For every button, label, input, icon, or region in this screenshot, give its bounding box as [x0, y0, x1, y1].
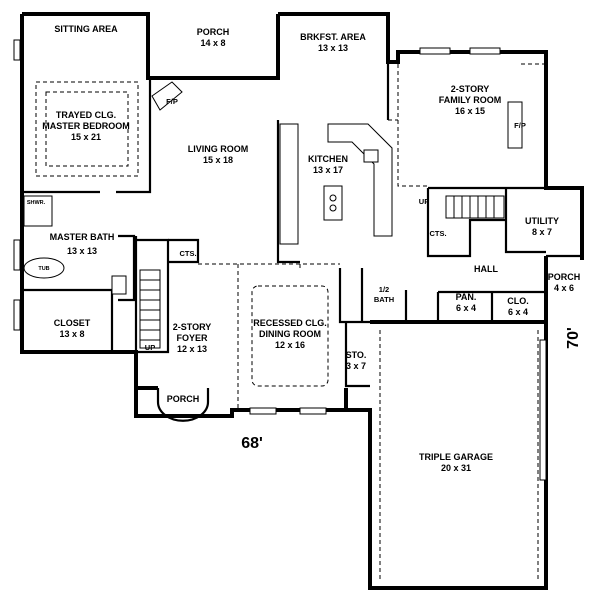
- front-porch-arc: [156, 388, 210, 422]
- window: [249, 407, 277, 415]
- cooktop-burner: [329, 194, 337, 202]
- fireplace-label-living: F/P: [166, 97, 178, 106]
- room-size-family: 16 x 15: [455, 106, 485, 116]
- room-size-utility: 8 x 7: [532, 227, 552, 237]
- trayed-ceiling-outline: [35, 81, 139, 177]
- wall-hall-stair: [426, 186, 506, 258]
- wall-half-bath: [338, 268, 408, 324]
- up-label-foyer: UP: [145, 343, 155, 352]
- room-size-foyer: 12 x 13: [177, 344, 207, 354]
- kitchen-island: [323, 185, 343, 221]
- room-size-garage: 20 x 31: [441, 463, 471, 473]
- fireplace-family: [507, 101, 523, 149]
- room-size-brkfst: 13 x 13: [318, 43, 348, 53]
- hall-stair-treads: [453, 196, 495, 218]
- shower-label: SHWR.: [27, 200, 46, 206]
- wall-living-kitchen: [276, 120, 300, 264]
- trayed-ceiling-inner: [45, 91, 129, 167]
- foyer-stairs: [139, 269, 161, 349]
- fireplace-label-family: F/P: [514, 121, 526, 130]
- room-size-master-bed: 15 x 21: [71, 132, 101, 142]
- kitchen-sink: [363, 149, 379, 163]
- wall-storage: [344, 322, 370, 388]
- window: [13, 299, 21, 331]
- wall-pan-clo: [436, 290, 546, 322]
- tub-label: TUB: [38, 266, 49, 272]
- room-label-pantry: PAN.: [456, 292, 477, 302]
- room-label-kitchen: KITCHEN: [308, 154, 348, 164]
- wall-stair-foyer: [134, 236, 170, 354]
- hall-stairs: [445, 195, 505, 219]
- room-label-half-bath: 1/2: [379, 285, 389, 294]
- room-label-utility: UTILITY: [525, 216, 559, 226]
- room-label-hall: HALL: [474, 264, 498, 274]
- garage-door: [539, 339, 547, 481]
- room-label-living: LIVING ROOM: [188, 144, 249, 154]
- toilet: [111, 275, 127, 295]
- up-label-hall: UP: [419, 197, 429, 206]
- room-label-closet-small: CLO.: [507, 296, 529, 306]
- room-size-kitchen: 13 x 17: [313, 165, 343, 175]
- room-size-dining: 12 x 16: [275, 340, 305, 350]
- room-size-closet-small: 6 x 4: [508, 307, 528, 317]
- cts-label-hall: CTS.: [429, 229, 446, 238]
- dashed-line-family: [397, 63, 546, 187]
- dimension-depth: 70': [565, 327, 582, 349]
- window: [13, 39, 21, 61]
- room-size-pantry: 6 x 4: [456, 303, 476, 313]
- room-label-master-bed: TRAYED CLG.: [56, 110, 116, 120]
- room-label-master-bed-2: MASTER BEDROOM: [42, 121, 130, 131]
- exterior-wall-porch-top: [146, 14, 280, 80]
- window: [13, 239, 21, 271]
- shower-stall: [23, 195, 53, 227]
- room-label-garage: TRIPLE GARAGE: [419, 452, 493, 462]
- wall-master-bedroom-south: [22, 80, 152, 194]
- fireplace-living: [151, 81, 183, 111]
- window: [469, 47, 501, 55]
- room-label-foyer-2: FOYER: [176, 333, 208, 343]
- room-size-storage: 3 x 7: [346, 361, 366, 371]
- room-label-foyer: 2-STORY: [173, 322, 212, 332]
- room-label-porch-top: PORCH: [197, 27, 230, 37]
- window: [299, 407, 327, 415]
- room-label-brkfst: BRKFST. AREA: [300, 32, 366, 42]
- room-size-porch-right: 4 x 6: [554, 283, 574, 293]
- room-label-closet: CLOSET: [54, 318, 91, 328]
- dashed-line-foyer-dining: [198, 263, 340, 408]
- room-label-half-bath-2: BATH: [374, 295, 394, 304]
- dimension-width: 68': [241, 435, 263, 452]
- cooktop-burner: [329, 204, 337, 212]
- room-size-porch-top: 14 x 8: [200, 38, 225, 48]
- exterior-wall-family-right: [544, 64, 584, 260]
- room-label-storage: STO.: [346, 350, 367, 360]
- foyer-stair-treads: [140, 279, 160, 341]
- cts-label-foyer: CTS.: [179, 249, 196, 258]
- room-label-porch-right: PORCH: [548, 272, 581, 282]
- room-label-family: 2-STORY: [451, 84, 490, 94]
- exterior-wall-brkfst: [278, 12, 548, 64]
- room-label-sitting-area: SITTING AREA: [54, 24, 118, 34]
- kitchen-counter-west: [279, 123, 299, 245]
- bath-tub: [23, 257, 65, 279]
- room-label-dining: RECESSED CLG.: [253, 318, 327, 328]
- wall-utility: [504, 186, 546, 254]
- wall-foyer-cts: [168, 238, 200, 264]
- room-label-master-bath: MASTER BATH: [50, 232, 115, 242]
- recessed-ceiling-outline: [251, 285, 329, 387]
- window: [419, 47, 451, 55]
- room-size-master-bath: 13 x 13: [67, 246, 97, 256]
- room-label-dining-2: DINING ROOM: [259, 329, 321, 339]
- room-size-closet: 13 x 8: [59, 329, 84, 339]
- room-size-living: 15 x 18: [203, 155, 233, 165]
- wall-brkfst-living: [276, 62, 390, 120]
- room-label-family-2: FAMILY ROOM: [439, 95, 502, 105]
- room-label-porch-front: PORCH: [167, 394, 200, 404]
